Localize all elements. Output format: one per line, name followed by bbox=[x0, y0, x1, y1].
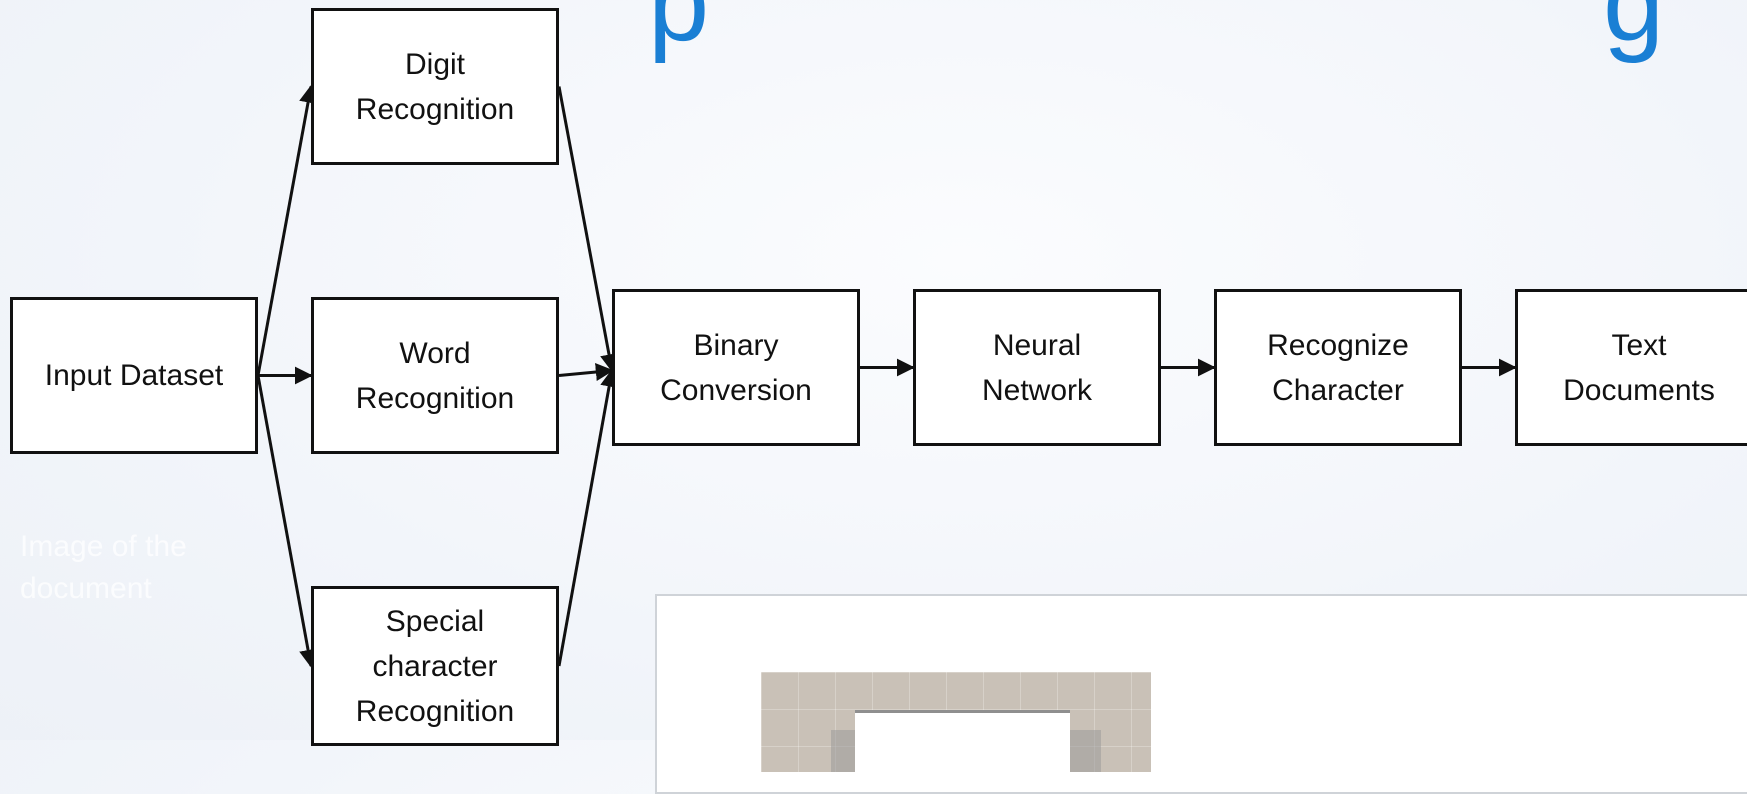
background-text-line-2: document bbox=[20, 572, 152, 605]
node-label: Word Recognition bbox=[355, 336, 515, 415]
edge-digit-recognition-to-binary-conversion bbox=[557, 86, 618, 373]
document-image-panel bbox=[655, 594, 1747, 794]
node-label: Text Documents bbox=[1563, 328, 1715, 407]
node-label: Binary Conversion bbox=[660, 328, 812, 407]
node-label: Neural Network bbox=[981, 328, 1093, 407]
node-word-recognition: Word Recognition bbox=[311, 297, 559, 454]
document-image-thumbnail bbox=[761, 672, 1151, 772]
node-label: Special character Recognition bbox=[355, 604, 515, 728]
edge-special-character-recognition-to-binary-conversion bbox=[557, 368, 618, 667]
node-special-character-recognition: Special character Recognition bbox=[311, 586, 559, 746]
node-label: Input Dataset bbox=[44, 359, 224, 392]
node-binary-conversion: Binary Conversion bbox=[612, 289, 860, 446]
node-label: Digit Recognition bbox=[355, 47, 515, 126]
edge-input-dataset-to-special-character-recognition bbox=[256, 375, 317, 668]
document-image-paper bbox=[855, 710, 1070, 772]
flow-edges bbox=[256, 84, 1517, 668]
slide-title-fragment-right: g bbox=[1603, 0, 1665, 64]
background-text-line-1: Image of the bbox=[20, 530, 187, 563]
slide-canvas: p g Image of the document Input Dataset … bbox=[10, 0, 1747, 794]
slide-title-fragment-left: p bbox=[648, 0, 710, 64]
edge-word-recognition-to-binary-conversion bbox=[558, 363, 614, 381]
node-text-documents: Text Documents bbox=[1515, 289, 1747, 446]
node-label: Recognize Character bbox=[1267, 328, 1409, 407]
node-input-dataset: Input Dataset bbox=[10, 297, 258, 454]
edge-input-dataset-to-digit-recognition bbox=[256, 84, 317, 376]
node-neural-network: Neural Network bbox=[913, 289, 1161, 446]
node-recognize-character: Recognize Character bbox=[1214, 289, 1462, 446]
node-digit-recognition: Digit Recognition bbox=[311, 8, 559, 165]
